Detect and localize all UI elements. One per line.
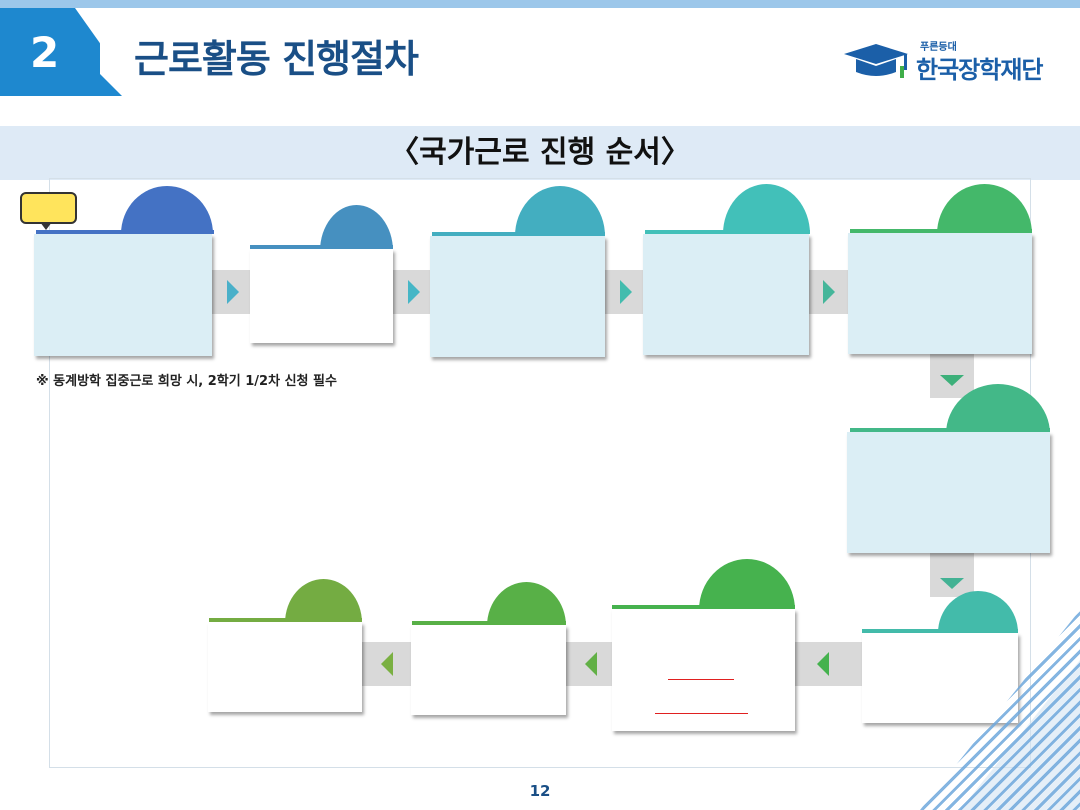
step-4-box: [643, 234, 809, 355]
connector: [795, 642, 863, 686]
page-title: 근로활동 진행절차: [134, 37, 419, 81]
speech-bubble-icon: [20, 192, 77, 224]
subtitle-band: [0, 126, 1080, 180]
step-7-header-line: [862, 629, 1018, 633]
down-arrow-icon: [940, 375, 964, 386]
step-1-box: [34, 234, 212, 356]
logo-tagline: 푸른등대: [920, 42, 957, 53]
right-arrow-icon: [408, 280, 420, 304]
top-accent-bar: [0, 0, 1080, 8]
red-underline-mark: [668, 679, 734, 680]
step-3-header-line: [432, 232, 605, 236]
graduation-cap-icon: [844, 44, 908, 78]
step-8-box: [612, 609, 795, 731]
step-2-header-line: [250, 245, 393, 249]
section-badge-corner: [100, 74, 122, 96]
step-1-header-line: [36, 230, 214, 234]
left-arrow-icon: [381, 652, 393, 676]
step-4-header-line: [645, 230, 810, 234]
section-number-badge: 2: [0, 8, 100, 96]
kosaf-logo: 푸른등대 한국장학재단: [842, 38, 1052, 88]
logo-name: 한국장학재단: [916, 56, 1043, 84]
page-number: 12: [529, 782, 551, 800]
right-arrow-icon: [620, 280, 632, 304]
step-9-header-line: [412, 621, 566, 625]
step-9-box: [411, 625, 566, 715]
step-6-box: [847, 432, 1050, 553]
step-8-header-line: [612, 605, 795, 609]
step-6-header-line: [850, 428, 1050, 432]
section-number: 2: [30, 27, 60, 77]
step-10-header-line: [209, 618, 362, 622]
left-arrow-icon: [585, 652, 597, 676]
red-underline-mark: [655, 713, 748, 714]
right-arrow-icon: [823, 280, 835, 304]
left-arrow-icon: [817, 652, 829, 676]
step-5-box: [848, 233, 1032, 354]
footnote: ※ 동계방학 집중근로 희망 시, 2학기 1/2차 신청 필수: [36, 374, 337, 389]
step-5-header-line: [850, 229, 1032, 233]
connector: [930, 553, 974, 597]
step-7-box: [862, 633, 1018, 723]
right-arrow-icon: [227, 280, 239, 304]
step-10-box: [208, 622, 362, 712]
step-2-box: [250, 249, 393, 343]
flow-title: 〈국가근로 진행 순서〉: [389, 135, 691, 170]
step-3-box: [430, 236, 605, 357]
speech-bubble-tail: [40, 222, 52, 230]
down-arrow-icon: [940, 578, 964, 589]
